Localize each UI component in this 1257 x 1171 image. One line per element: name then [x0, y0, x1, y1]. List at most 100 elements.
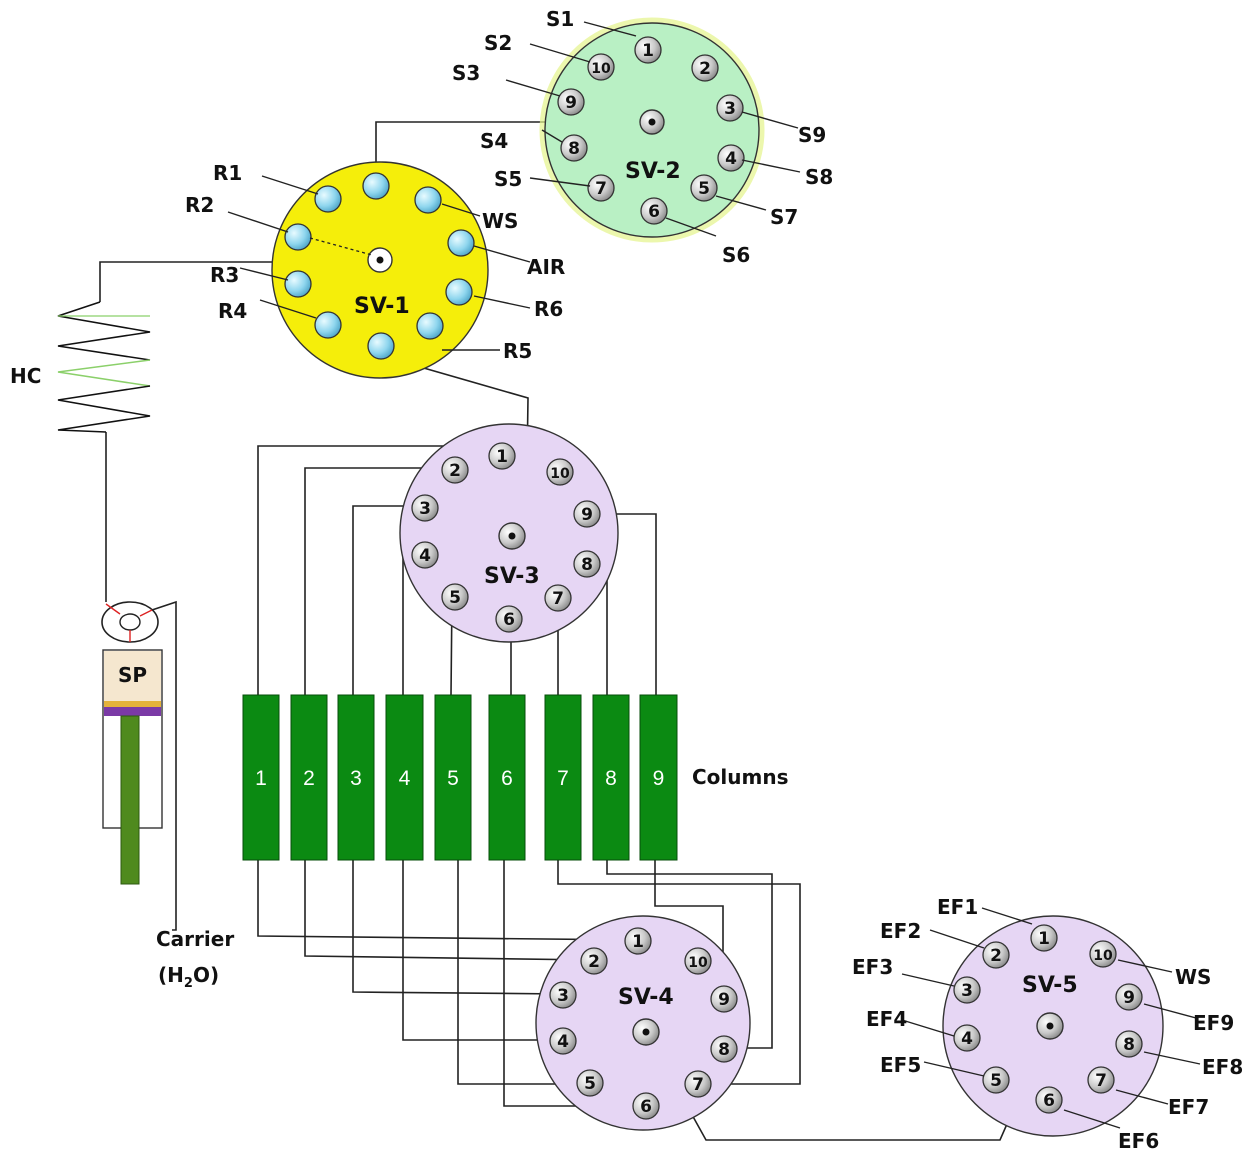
valve-port[interactable]	[314, 185, 342, 213]
valve-port[interactable]	[447, 229, 475, 257]
valve-port[interactable]	[411, 541, 439, 569]
port-number: 8	[568, 139, 580, 159]
valve-port[interactable]	[710, 1035, 738, 1063]
valve-port[interactable]	[587, 53, 615, 81]
port-label-r3: R3	[210, 263, 239, 287]
column-8[interactable]	[592, 694, 630, 861]
valve-port[interactable]	[690, 174, 718, 202]
valve-port[interactable]	[1115, 1030, 1143, 1058]
port-label-ef4: EF4	[866, 1007, 907, 1031]
port-number: 2	[990, 946, 1002, 966]
port-number: 1	[632, 932, 644, 952]
port-number: 4	[725, 149, 737, 169]
port-label-ef2: EF2	[880, 919, 921, 943]
column-number: 7	[557, 767, 569, 790]
valve-port[interactable]	[624, 927, 652, 955]
valve-port[interactable]	[416, 312, 444, 340]
column-2[interactable]	[290, 694, 328, 861]
valve-port[interactable]	[634, 36, 662, 64]
valve-port[interactable]	[1087, 1066, 1115, 1094]
valve-port[interactable]	[573, 500, 601, 528]
valve-port[interactable]	[1115, 983, 1143, 1011]
port-number: 9	[1123, 988, 1135, 1008]
valve-port[interactable]	[684, 1070, 712, 1098]
port-label-s2: S2	[484, 31, 512, 55]
valve-port[interactable]	[549, 981, 577, 1009]
pump-plunger[interactable]	[120, 715, 140, 885]
valve-port[interactable]	[716, 94, 744, 122]
valve-port[interactable]	[710, 985, 738, 1013]
valve-port[interactable]	[587, 174, 615, 202]
valve-label: SV-4	[618, 985, 674, 1010]
port-label-ef1: EF1	[937, 895, 978, 919]
valve-port[interactable]	[1030, 924, 1058, 952]
column-number: 1	[255, 767, 267, 790]
valve-port[interactable]	[441, 456, 469, 484]
valve-port[interactable]	[495, 605, 523, 633]
column-5[interactable]	[434, 694, 472, 861]
column-7[interactable]	[544, 694, 582, 861]
pump-label: SP	[118, 663, 147, 687]
valve-port[interactable]	[573, 550, 601, 578]
valve-port[interactable]	[640, 197, 668, 225]
column-6[interactable]	[488, 694, 526, 861]
valve-port[interactable]	[546, 458, 574, 486]
port-number: 5	[698, 179, 710, 199]
port-label-s8: S8	[805, 165, 833, 189]
valve-port[interactable]	[367, 332, 395, 360]
valve-port[interactable]	[441, 583, 469, 611]
column-3[interactable]	[337, 694, 375, 861]
valve-port[interactable]	[684, 947, 712, 975]
valve-port[interactable]	[284, 223, 312, 251]
column-number: 3	[350, 767, 362, 790]
valve-port[interactable]	[953, 976, 981, 1004]
port-number: 10	[550, 466, 570, 482]
port-label-s7: S7	[770, 205, 798, 229]
valve-sv-1[interactable]: SV-1	[271, 161, 489, 379]
coil-label: HC	[10, 364, 41, 388]
valve-port[interactable]	[284, 270, 312, 298]
valve-port[interactable]	[488, 442, 516, 470]
valve-port[interactable]	[362, 172, 390, 200]
valve-port[interactable]	[314, 311, 342, 339]
valve-port[interactable]	[1035, 1086, 1063, 1114]
valve-port[interactable]	[544, 584, 572, 612]
port-label-r5: R5	[503, 339, 532, 363]
port-number: 4	[961, 1029, 973, 1049]
valve-port[interactable]	[632, 1092, 660, 1120]
port-number: 9	[565, 93, 577, 113]
column-9[interactable]	[639, 694, 678, 861]
column-4[interactable]	[385, 694, 424, 861]
port-number: 4	[419, 546, 431, 566]
port-label-s9: S9	[798, 123, 826, 147]
column-1[interactable]	[242, 694, 280, 861]
carrier-label: Carrier	[156, 927, 234, 951]
port-number: 1	[642, 41, 654, 61]
carrier-formula: (H2O)	[158, 963, 219, 991]
valve-port[interactable]	[717, 144, 745, 172]
valve-port[interactable]	[560, 134, 588, 162]
port-number: 1	[496, 447, 508, 467]
valve-port[interactable]	[953, 1024, 981, 1052]
valve-port[interactable]	[414, 186, 442, 214]
valve-port[interactable]	[982, 941, 1010, 969]
valve-port[interactable]	[576, 1069, 604, 1097]
port-number: 5	[449, 588, 461, 608]
valve-port[interactable]	[1089, 940, 1117, 968]
valve-port[interactable]	[557, 88, 585, 116]
valve-port[interactable]	[549, 1027, 577, 1055]
valve-port[interactable]	[411, 494, 439, 522]
valve-port[interactable]	[691, 54, 719, 82]
valve-port[interactable]	[445, 278, 473, 306]
valve-port[interactable]	[982, 1066, 1010, 1094]
valve-label: SV-1	[354, 294, 410, 319]
port-number: 8	[718, 1040, 730, 1060]
port-label-ws: WS	[482, 209, 518, 233]
valve-port[interactable]	[580, 947, 608, 975]
port-label-ef5: EF5	[880, 1053, 921, 1077]
